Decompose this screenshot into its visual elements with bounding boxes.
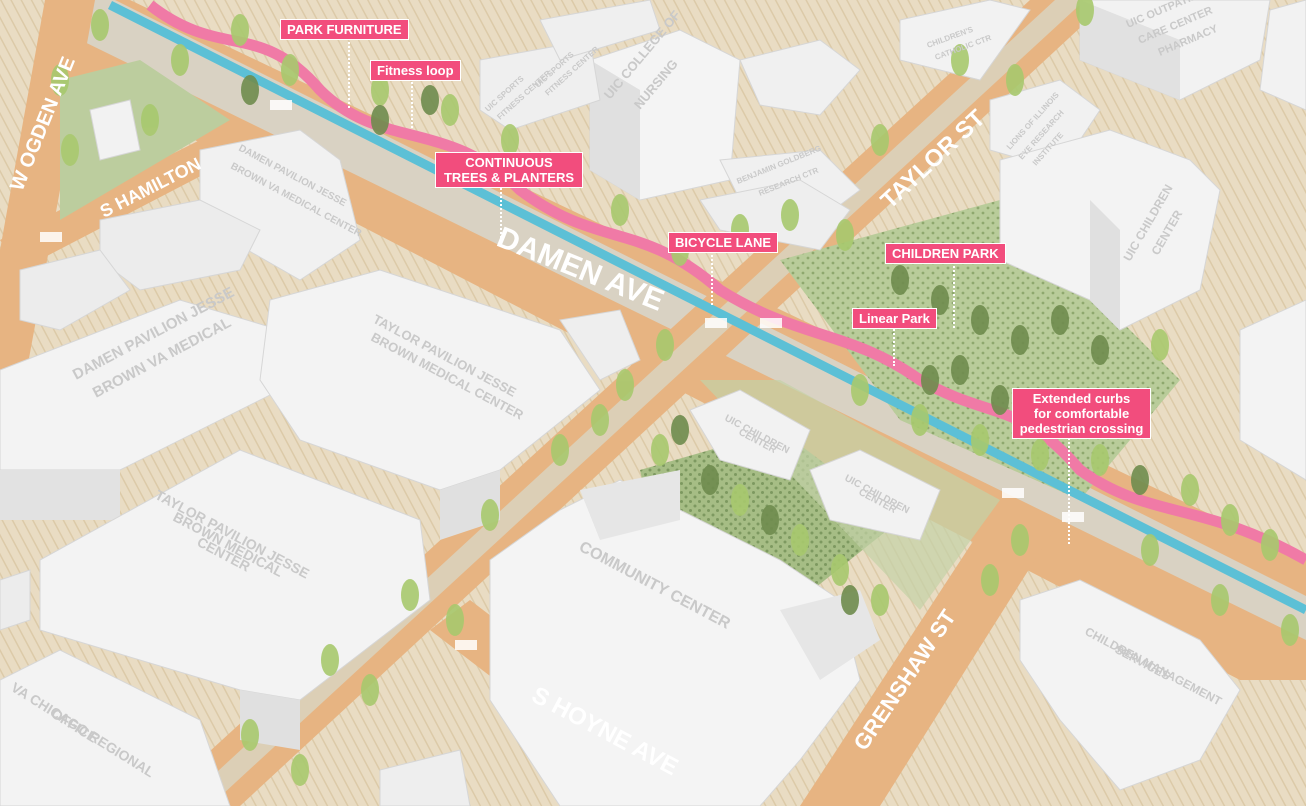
crosswalks: [40, 100, 1084, 650]
callout-linear-park: Linear Park: [852, 308, 937, 329]
callout-trees-line-1: CONTINUOUS: [465, 155, 553, 170]
callout-park-furniture: PARK FURNITURE: [280, 19, 409, 40]
callout-fitness-loop: Fitness loop: [370, 60, 461, 81]
trees: [51, 0, 1299, 786]
callout-curbs-line-2: for comfortable: [1033, 406, 1130, 421]
leader-fitness-loop: [411, 78, 413, 128]
leader-children-park: [953, 262, 955, 328]
leader-park-furniture: [348, 38, 350, 108]
fitness-loop-path: [146, 0, 1306, 565]
callout-continuous-trees-planters: CONTINUOUS TREES & PLANTERS: [435, 152, 583, 188]
bicycle-lane-path: [107, 0, 1306, 615]
callout-children-park: CHILDREN PARK: [885, 243, 1006, 264]
callout-extended-curbs: Extended curbs for comfortable pedestria…: [1012, 388, 1151, 439]
callout-bicycle-lane: BICYCLE LANE: [668, 232, 779, 253]
leader-trees-planters: [500, 184, 502, 246]
callout-curbs-line-1: Extended curbs: [1032, 391, 1131, 406]
callout-trees-line-2: TREES & PLANTERS: [443, 170, 574, 185]
leader-bicycle-lane: [711, 250, 713, 305]
leader-extended-curbs: [1068, 434, 1070, 544]
leader-linear-park: [893, 326, 895, 366]
callout-curbs-line-3: pedestrian crossing: [1019, 421, 1144, 436]
ogden-triangle-park: [60, 60, 230, 220]
